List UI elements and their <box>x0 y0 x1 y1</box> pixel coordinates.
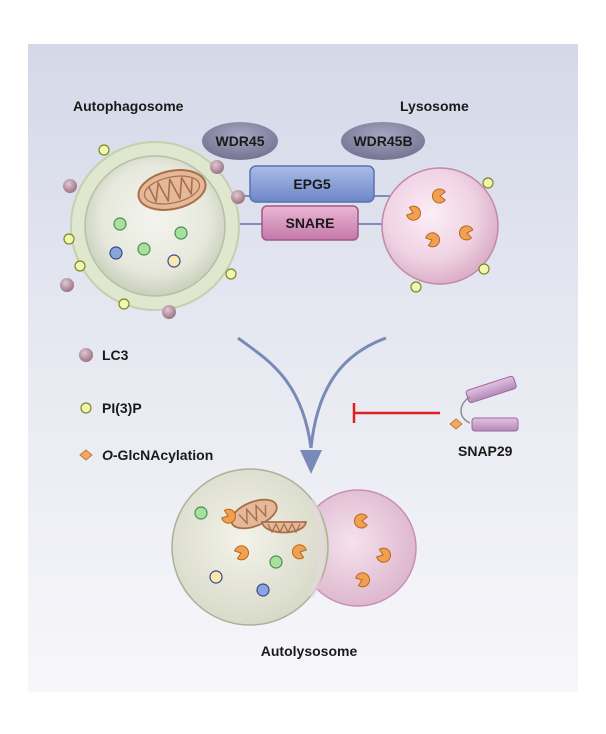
epg5-protein <box>249 165 375 203</box>
pi3p-marker <box>482 177 494 189</box>
legend-lc3-swatch <box>79 348 93 362</box>
lysosome-title: Lysosome <box>400 98 469 114</box>
legend-oglc-swatch <box>79 449 93 461</box>
hydrolase-icon <box>292 544 307 560</box>
legend: LC3 PI(3)P O-GlcNAcylation <box>79 347 213 463</box>
lc3-marker <box>63 179 77 193</box>
legend-lc3-label: LC3 <box>102 347 129 363</box>
hydrolase-icon <box>354 513 368 529</box>
green-particle <box>174 226 188 240</box>
snap29-protein <box>449 375 519 432</box>
autophagosome-title: Autophagosome <box>73 98 184 114</box>
fragmented-mitochondrion-icon <box>230 498 308 534</box>
mitochondrion-icon <box>137 169 207 211</box>
snap29-label: SNAP29 <box>458 443 513 459</box>
hydrolase-icon <box>406 205 421 221</box>
yellow-particle <box>167 254 181 268</box>
legend-pi3p-label: PI(3)P <box>102 400 142 416</box>
autophagosome <box>70 141 240 311</box>
oglcnac-mark <box>449 418 463 430</box>
wdr45-label: WDR45 <box>215 133 264 149</box>
hydrolase-icon <box>425 232 440 248</box>
wdr45-protein <box>202 122 278 160</box>
blue-particle <box>109 246 123 260</box>
tether-complex: WDR45 WDR45B EPG5 SNARE <box>202 122 425 241</box>
blue-particle <box>256 583 270 597</box>
snare-protein <box>261 205 359 241</box>
lc3-marker <box>231 190 245 204</box>
pi3p-marker <box>74 260 86 272</box>
autolysosome-title: Autolysosome <box>261 643 358 659</box>
pi3p-marker <box>225 268 237 280</box>
hydrolase-icon <box>432 188 446 204</box>
lc3-marker <box>210 160 224 174</box>
lc3-markers <box>60 160 245 319</box>
pi3p-marker <box>478 263 490 275</box>
green-particle <box>194 506 208 520</box>
legend-pi3p-swatch <box>80 402 92 414</box>
pi3p-markers-lysosome <box>410 177 494 293</box>
lysosome <box>381 167 499 285</box>
pi3p-marker <box>98 144 110 156</box>
autolysosome-hydrolases <box>221 508 391 588</box>
lc3-marker <box>162 305 176 319</box>
wdr45b-protein <box>341 122 425 160</box>
hydrolase-icon <box>376 547 391 563</box>
inhibition-symbol <box>352 403 440 423</box>
hydrolase-icon <box>221 508 236 524</box>
lc3-marker <box>60 278 74 292</box>
hydrolase-icon <box>355 572 370 588</box>
wdr45b-label: WDR45B <box>353 133 412 149</box>
pi3p-marker <box>118 298 130 310</box>
fusion-arrow <box>237 336 387 474</box>
yellow-particle <box>209 570 223 584</box>
epg5-label: EPG5 <box>293 176 331 192</box>
hydrolase-icon <box>458 225 474 241</box>
autolysosome <box>171 468 417 626</box>
snare-label: SNARE <box>285 215 334 231</box>
pi3p-marker <box>63 233 75 245</box>
green-particle <box>137 242 151 256</box>
hydrolase-icon <box>234 545 249 561</box>
pi3p-marker <box>410 281 422 293</box>
green-particle <box>113 217 127 231</box>
legend-oglc-label: O-GlcNAcylation <box>102 447 213 463</box>
green-particle <box>269 555 283 569</box>
pi3p-markers-autophagosome <box>63 144 237 310</box>
